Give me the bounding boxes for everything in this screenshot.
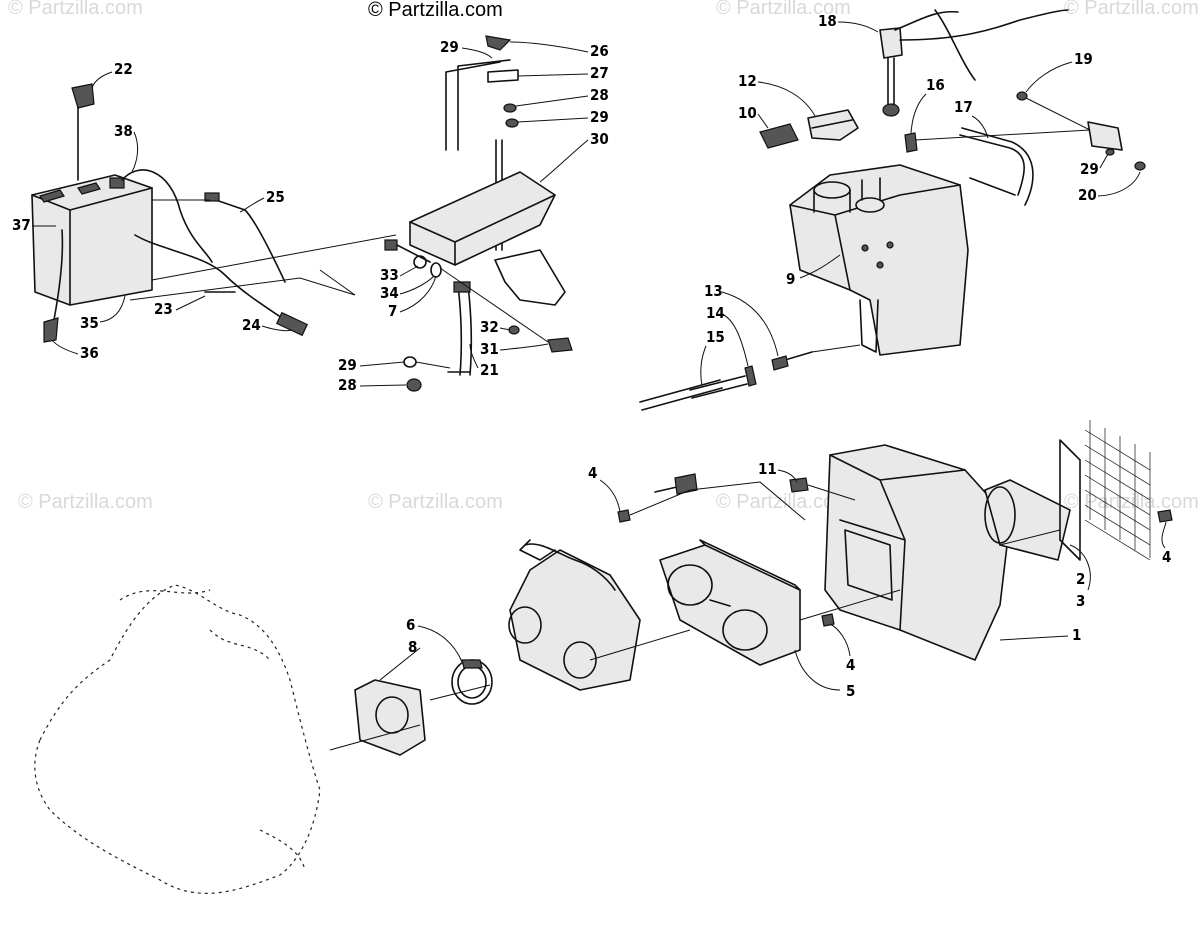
callout-16: 16: [926, 76, 945, 94]
callout-24: 24: [242, 316, 261, 334]
callout-29-right: 29: [590, 108, 609, 126]
callout-26: 26: [590, 42, 609, 60]
callout-30: 30: [590, 130, 609, 148]
callout-21: 21: [480, 361, 499, 379]
watermark-top-left: © Partzilla.com: [8, 0, 143, 19]
callout-31: 31: [480, 340, 499, 358]
watermark-top-right-1: © Partzilla.com: [716, 0, 851, 19]
callout-8: 8: [408, 638, 417, 656]
watermark-top-center: © Partzilla.com: [368, 0, 503, 21]
callout-29-bottom: 29: [338, 356, 357, 374]
battery-assembly: [31, 83, 397, 343]
callout-29-top: 29: [440, 38, 459, 56]
callout-22: 22: [114, 60, 133, 78]
battery-bracket-assembly: [384, 35, 573, 392]
screen-mesh: [1084, 420, 1151, 561]
callout-36: 36: [80, 344, 99, 362]
callout-9: 9: [786, 270, 795, 288]
callout-6: 6: [406, 616, 415, 634]
callout-4-bottom: 4: [846, 656, 855, 674]
callout-37: 37: [12, 216, 31, 234]
callout-38: 38: [114, 122, 133, 140]
callout-7: 7: [388, 302, 397, 320]
callout-2: 2: [1076, 570, 1085, 588]
watermark-mid-center: © Partzilla.com: [368, 491, 503, 513]
callout-1: 1: [1072, 626, 1081, 644]
watermark-top-right-2: © Partzilla.com: [1064, 0, 1199, 19]
callout-27: 27: [590, 64, 609, 82]
oil-tank-assembly: [639, 9, 1146, 411]
callout-4-left: 4: [588, 464, 597, 482]
callout-34: 34: [380, 284, 399, 302]
callout-29-tank: 29: [1080, 160, 1099, 178]
callout-28-bottom: 28: [338, 376, 357, 394]
callout-18: 18: [818, 12, 837, 30]
callout-35: 35: [80, 314, 99, 332]
callout-4-right: 4: [1162, 548, 1171, 566]
callout-11: 11: [758, 460, 777, 478]
callout-19: 19: [1074, 50, 1093, 68]
callout-28-top: 28: [590, 86, 609, 104]
callout-25: 25: [266, 188, 285, 206]
callout-10: 10: [738, 104, 757, 122]
callout-14: 14: [706, 304, 725, 322]
callout-3: 3: [1076, 592, 1085, 610]
callout-15: 15: [706, 328, 725, 346]
callout-33: 33: [380, 266, 399, 284]
watermark-mid-right-2: © Partzilla.com: [1064, 491, 1199, 513]
callout-labels: 1 2 3 4 4 4 5 6 8 7 9 10 11 12 13 14 15 …: [12, 12, 1171, 700]
callout-5: 5: [846, 682, 855, 700]
watermark-mid-left: © Partzilla.com: [18, 491, 153, 513]
air-intake-assembly: [34, 420, 1173, 894]
callout-12: 12: [738, 72, 757, 90]
callout-13: 13: [704, 282, 723, 300]
callout-32: 32: [480, 318, 499, 336]
callout-17: 17: [954, 98, 973, 116]
callout-23: 23: [154, 300, 173, 318]
callout-20: 20: [1078, 186, 1097, 204]
